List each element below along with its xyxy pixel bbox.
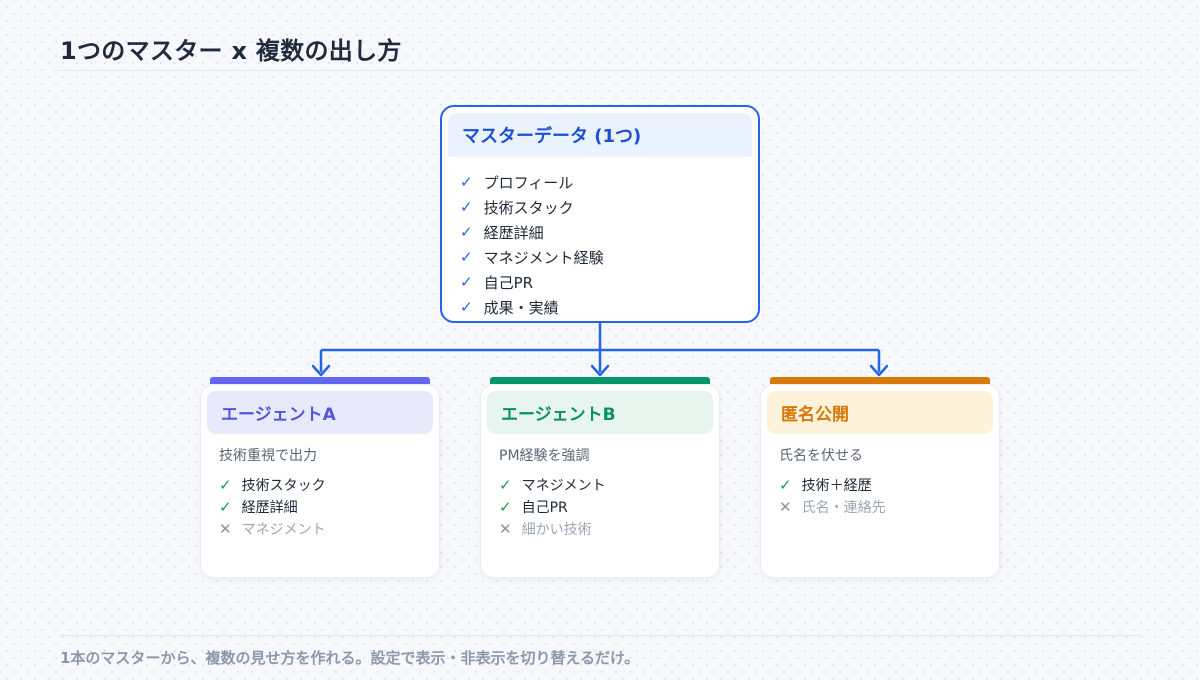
master-data-box: マスターデータ (1つ) ✓ プロフィール ✓ 技術スタック ✓ 経歴詳細 ✓ … (440, 105, 760, 323)
page-title: 1つのマスター x 複数の出し方 (60, 37, 402, 65)
card-subtitle: 技術重視で出力 (219, 448, 317, 464)
check-icon: ✓ (779, 475, 792, 494)
check-icon: ✓ (460, 248, 473, 266)
check-icon: ✓ (460, 273, 473, 291)
card-body: エージェントB PM経験を強調 ✓ マネジメント ✓ 自己PR ✕ 細かい技術 (480, 384, 720, 578)
output-card: 匿名公開 氏名を伏せる ✓ 技術＋経歴 ✕ 氏名・連絡先 (760, 377, 1000, 578)
card-item: ✓ 技術＋経歴 (779, 474, 981, 496)
card-accent-bar (210, 377, 430, 384)
card-item-label: 細かい技術 (521, 522, 592, 538)
header-divider (60, 70, 1140, 71)
master-item-label: プロフィール (483, 174, 574, 192)
card-subtitle: PM経験を強調 (499, 448, 590, 464)
check-icon: ✓ (499, 475, 512, 494)
master-item: ✓ 成果・実績 (460, 295, 740, 320)
cross-icon: ✕ (779, 497, 792, 516)
check-icon: ✓ (499, 497, 512, 516)
card-item-label: マネジメント (241, 522, 326, 538)
cross-icon: ✕ (499, 519, 512, 538)
master-item-label: 技術スタック (483, 199, 574, 217)
check-icon: ✓ (219, 475, 232, 494)
master-item: ✓ 自己PR (460, 270, 740, 295)
master-data-title: マスターデータ (1つ) (448, 113, 752, 157)
card-accent-bar (770, 377, 990, 384)
card-title: エージェントA (207, 391, 433, 434)
card-subtitle: 氏名を伏せる (779, 448, 863, 464)
master-item: ✓ プロフィール (460, 170, 740, 195)
card-item-label: 経歴詳細 (241, 500, 298, 516)
master-item-label: 成果・実績 (483, 299, 559, 317)
check-icon: ✓ (460, 298, 473, 316)
card-accent-bar (490, 377, 710, 384)
card-item: ✕ マネジメント (219, 518, 421, 540)
check-icon: ✓ (460, 198, 473, 216)
cross-icon: ✕ (219, 519, 232, 538)
card-item: ✕ 細かい技術 (499, 518, 701, 540)
master-item: ✓ 経歴詳細 (460, 220, 740, 245)
card-item: ✓ 技術スタック (219, 474, 421, 496)
footer-divider (60, 635, 1140, 636)
card-item-list: ✓ 技術スタック ✓ 経歴詳細 ✕ マネジメント (207, 474, 433, 540)
card-title: エージェントB (487, 391, 713, 434)
card-body: 匿名公開 氏名を伏せる ✓ 技術＋経歴 ✕ 氏名・連絡先 (760, 384, 1000, 578)
card-item-list: ✓ 技術＋経歴 ✕ 氏名・連絡先 (767, 474, 993, 518)
card-item: ✓ 自己PR (499, 496, 701, 518)
footer-note: 1本のマスターから、複数の見せ方を作れる。設定で表示・非表示を切り替えるだけ。 (60, 649, 640, 667)
output-card: エージェントB PM経験を強調 ✓ マネジメント ✓ 自己PR ✕ 細かい技術 (480, 377, 720, 578)
output-cards-row: エージェントA 技術重視で出力 ✓ 技術スタック ✓ 経歴詳細 ✕ マネジメント… (200, 377, 1000, 578)
card-body: エージェントA 技術重視で出力 ✓ 技術スタック ✓ 経歴詳細 ✕ マネジメント (200, 384, 440, 578)
card-item: ✓ 経歴詳細 (219, 496, 421, 518)
card-item: ✓ マネジメント (499, 474, 701, 496)
card-item-label: 技術スタック (241, 478, 326, 494)
card-item-label: 自己PR (521, 500, 568, 516)
master-item: ✓ 技術スタック (460, 195, 740, 220)
card-item-list: ✓ マネジメント ✓ 自己PR ✕ 細かい技術 (487, 474, 713, 540)
master-item: ✓ マネジメント経験 (460, 245, 740, 270)
check-icon: ✓ (460, 223, 473, 241)
card-item-label: 氏名・連絡先 (801, 500, 886, 516)
master-item-list: ✓ プロフィール ✓ 技術スタック ✓ 経歴詳細 ✓ マネジメント経験 ✓ 自己… (448, 170, 752, 320)
card-item: ✕ 氏名・連絡先 (779, 496, 981, 518)
output-card: エージェントA 技術重視で出力 ✓ 技術スタック ✓ 経歴詳細 ✕ マネジメント (200, 377, 440, 578)
master-item-label: 経歴詳細 (483, 224, 544, 242)
card-item-label: マネジメント (521, 478, 606, 494)
check-icon: ✓ (460, 173, 473, 191)
card-title: 匿名公開 (767, 391, 993, 434)
check-icon: ✓ (219, 497, 232, 516)
master-item-label: 自己PR (483, 274, 534, 292)
card-item-label: 技術＋経歴 (801, 478, 872, 494)
master-item-label: マネジメント経験 (483, 249, 604, 267)
